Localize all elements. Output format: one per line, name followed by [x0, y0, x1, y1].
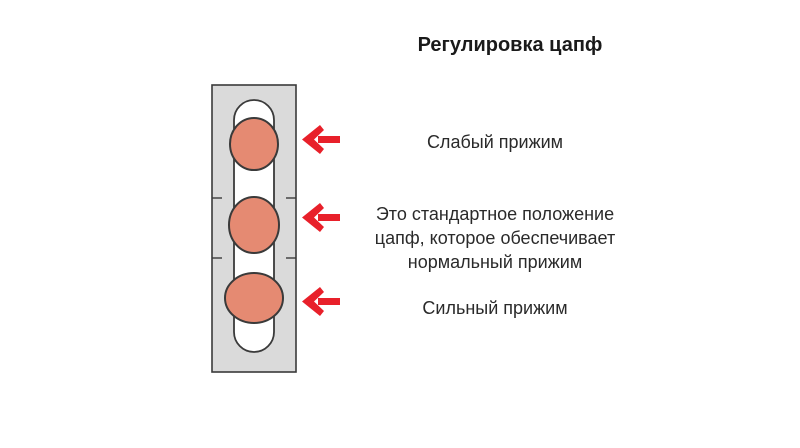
label-standard-position: Это стандартное положение цапф, которое …	[330, 202, 660, 274]
label-standard-line-1: Это стандартное положение	[375, 204, 615, 224]
label-standard-line-3: нормальный прижим	[407, 252, 583, 272]
arrow-standard	[302, 203, 340, 232]
label-strong-pressure: Сильный прижим	[422, 298, 568, 318]
label-standard-line-2: цапф, которое обеспечивает	[374, 228, 616, 248]
trunnion-standard-position	[228, 196, 280, 254]
diagram-title: Регулировка цапф	[417, 34, 603, 56]
arrow-weak	[302, 125, 340, 154]
label-weak-pressure: Слабый прижим	[426, 132, 564, 152]
trunnion-weak-position	[229, 117, 279, 171]
trunnion-strong-position	[224, 272, 284, 324]
arrow-strong	[302, 287, 340, 316]
